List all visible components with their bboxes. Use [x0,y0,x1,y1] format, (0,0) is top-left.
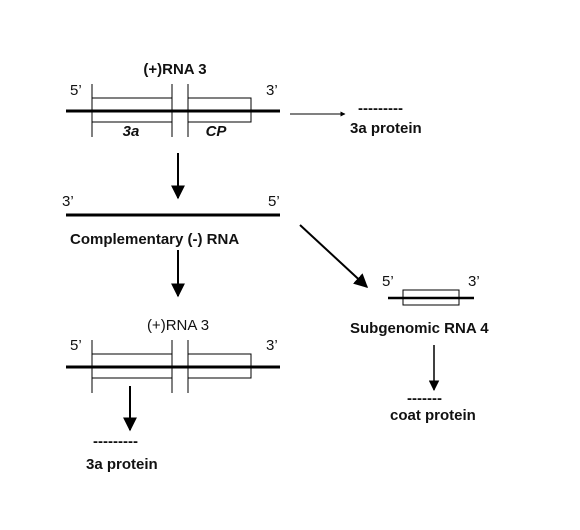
orf-cp-label: CP [206,123,228,140]
rna3-top-title: (+)RNA 3 [143,61,206,78]
rna3-top-group: (+)RNA 3 5’ 3’ 3a CP [66,61,280,140]
subgenomic-rna-group: 5’ 3’ Subgenomic RNA 4 [350,273,489,337]
subgenomic-5prime: 5’ [382,273,394,290]
arrow-to-subgenomic [299,224,369,288]
rna3-top-5prime: 5’ [70,82,82,99]
complementary-5prime: 5’ [268,193,280,210]
protein-3a-bottom-label: 3a protein [86,456,158,473]
subgenomic-3prime: 3’ [468,273,480,290]
rna3-bottom-title: (+)RNA 3 [147,317,209,334]
rna3-top-3prime: 3’ [266,82,278,99]
protein-3a-bottom-dashes: --------- [93,433,138,450]
protein-3a-top-dashes: --------- [358,100,403,117]
subgenomic-label: Subgenomic RNA 4 [350,320,489,337]
rna3-bottom-3prime: 3’ [266,337,278,354]
coat-protein-dashes: ------- [407,390,442,407]
complementary-rna-group: 3’ 5’ Complementary (-) RNA [62,193,280,248]
rna3-bottom-5prime: 5’ [70,337,82,354]
coat-protein-label: coat protein [390,407,476,424]
complementary-label: Complementary (-) RNA [70,231,239,248]
rna3-bottom-group: (+)RNA 3 5’ 3’ [66,317,280,393]
protein-3a-top-label: 3a protein [350,120,422,137]
orf-3a-label: 3a [123,123,140,140]
complementary-3prime: 3’ [62,193,74,210]
